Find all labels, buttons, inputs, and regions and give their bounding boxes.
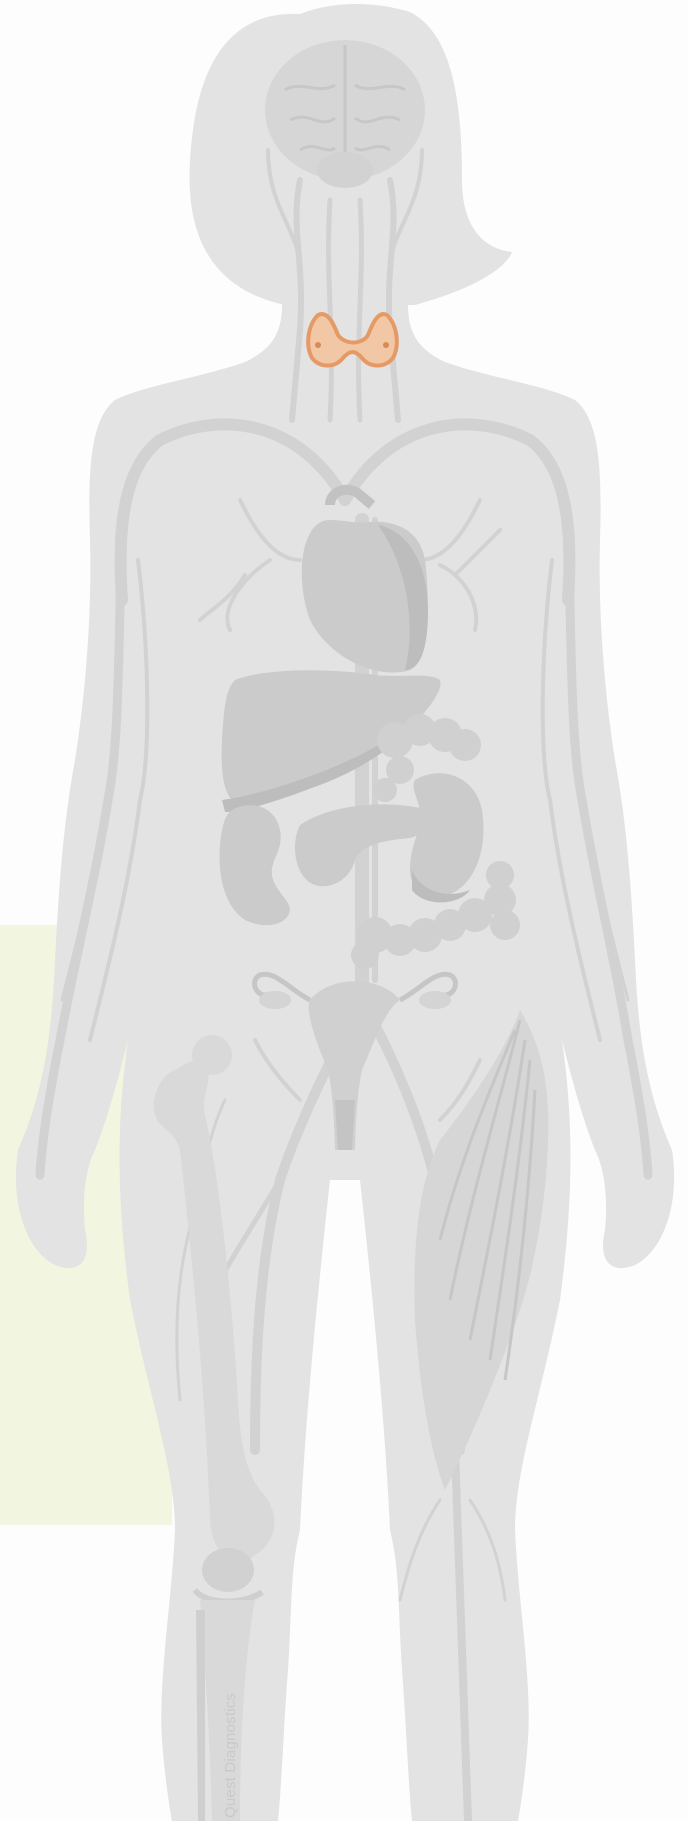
credit-text: Quest Diagnostics <box>222 1693 239 1818</box>
